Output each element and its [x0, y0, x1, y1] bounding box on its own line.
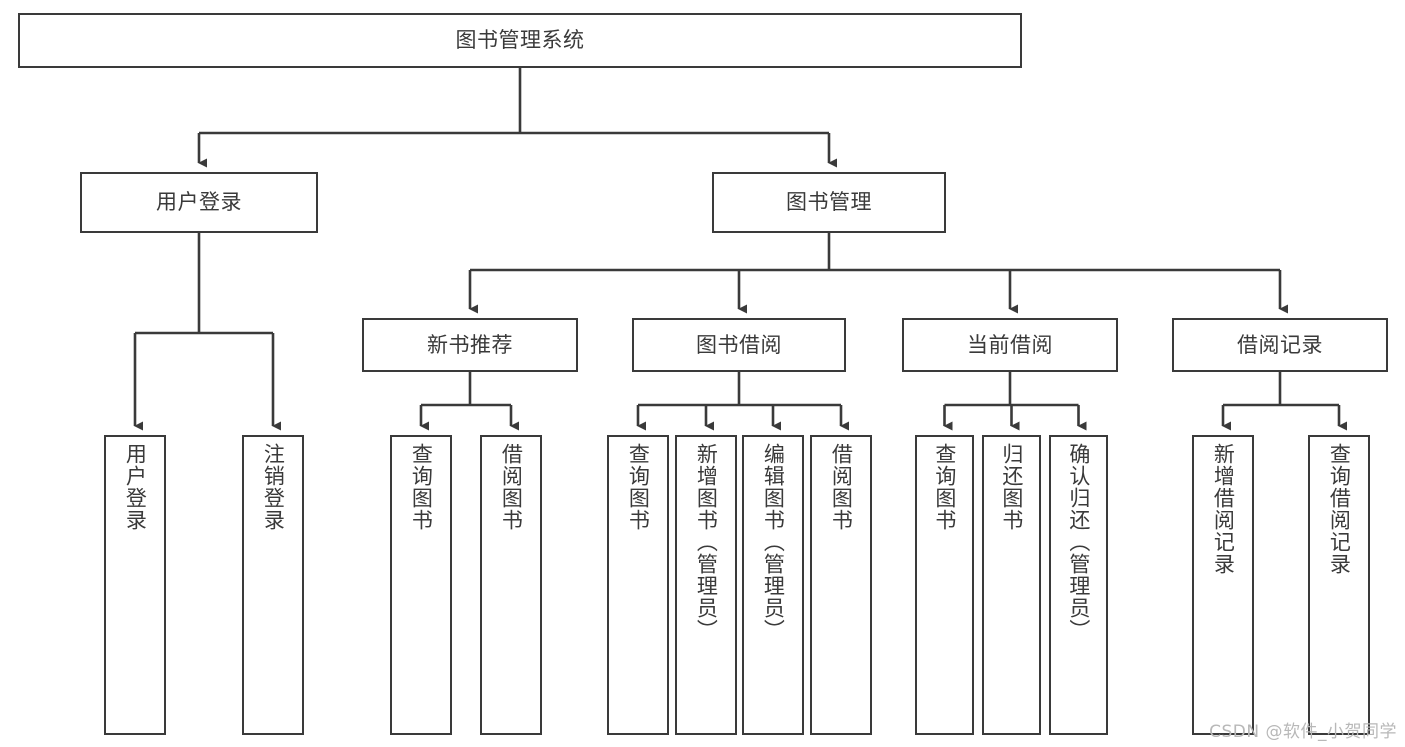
node-leaf-add-book[interactable]: 新增图书（管理员）	[675, 435, 737, 735]
node-root[interactable]: 图书管理系统	[18, 13, 1022, 68]
node-label: 用户登录	[123, 443, 148, 531]
node-user-login[interactable]: 用户登录	[80, 172, 318, 233]
node-label: 借阅记录	[1237, 332, 1323, 357]
node-current-borrow[interactable]: 当前借阅	[902, 318, 1118, 372]
node-leaf-edit-book[interactable]: 编辑图书（管理员）	[742, 435, 804, 735]
node-label: 图书管理	[786, 190, 872, 215]
node-leaf-query-book-3[interactable]: 查询图书	[915, 435, 974, 735]
node-new-book-rec[interactable]: 新书推荐	[362, 318, 578, 372]
csdn-watermark: CSDN @软件_小贺同学	[1209, 722, 1397, 742]
node-label: 查询图书	[932, 443, 957, 531]
node-label: 新增图书（管理员）	[694, 443, 719, 641]
node-label: 查询图书	[409, 443, 434, 531]
node-label: 图书管理系统	[455, 28, 585, 53]
node-label: 新增借阅记录	[1211, 443, 1236, 575]
node-leaf-confirm-return[interactable]: 确认归还（管理员）	[1049, 435, 1108, 735]
node-label: 借阅图书	[499, 443, 524, 531]
node-borrow-record[interactable]: 借阅记录	[1172, 318, 1388, 372]
node-leaf-return-book[interactable]: 归还图书	[982, 435, 1041, 735]
node-book-manage[interactable]: 图书管理	[712, 172, 946, 233]
node-book-borrow[interactable]: 图书借阅	[632, 318, 846, 372]
node-leaf-query-book-1[interactable]: 查询图书	[390, 435, 452, 735]
node-label: 借阅图书	[829, 443, 854, 531]
node-label: 当前借阅	[967, 332, 1053, 357]
node-label: 查询图书	[626, 443, 651, 531]
node-label: 归还图书	[999, 443, 1024, 531]
node-label: 新书推荐	[427, 332, 513, 357]
node-label: 注销登录	[261, 443, 286, 531]
node-label: 编辑图书（管理员）	[761, 443, 786, 641]
node-leaf-borrow-book-1[interactable]: 借阅图书	[480, 435, 542, 735]
node-label: 用户登录	[156, 190, 242, 215]
node-leaf-query-record[interactable]: 查询借阅记录	[1308, 435, 1370, 735]
node-label: 图书借阅	[696, 332, 782, 357]
node-label: 查询借阅记录	[1327, 443, 1352, 575]
node-label: 确认归还（管理员）	[1066, 443, 1091, 641]
node-leaf-user-login[interactable]: 用户登录	[104, 435, 166, 735]
node-leaf-add-record[interactable]: 新增借阅记录	[1192, 435, 1254, 735]
node-leaf-borrow-book-2[interactable]: 借阅图书	[810, 435, 872, 735]
node-leaf-query-book-2[interactable]: 查询图书	[607, 435, 669, 735]
node-leaf-user-logout[interactable]: 注销登录	[242, 435, 304, 735]
